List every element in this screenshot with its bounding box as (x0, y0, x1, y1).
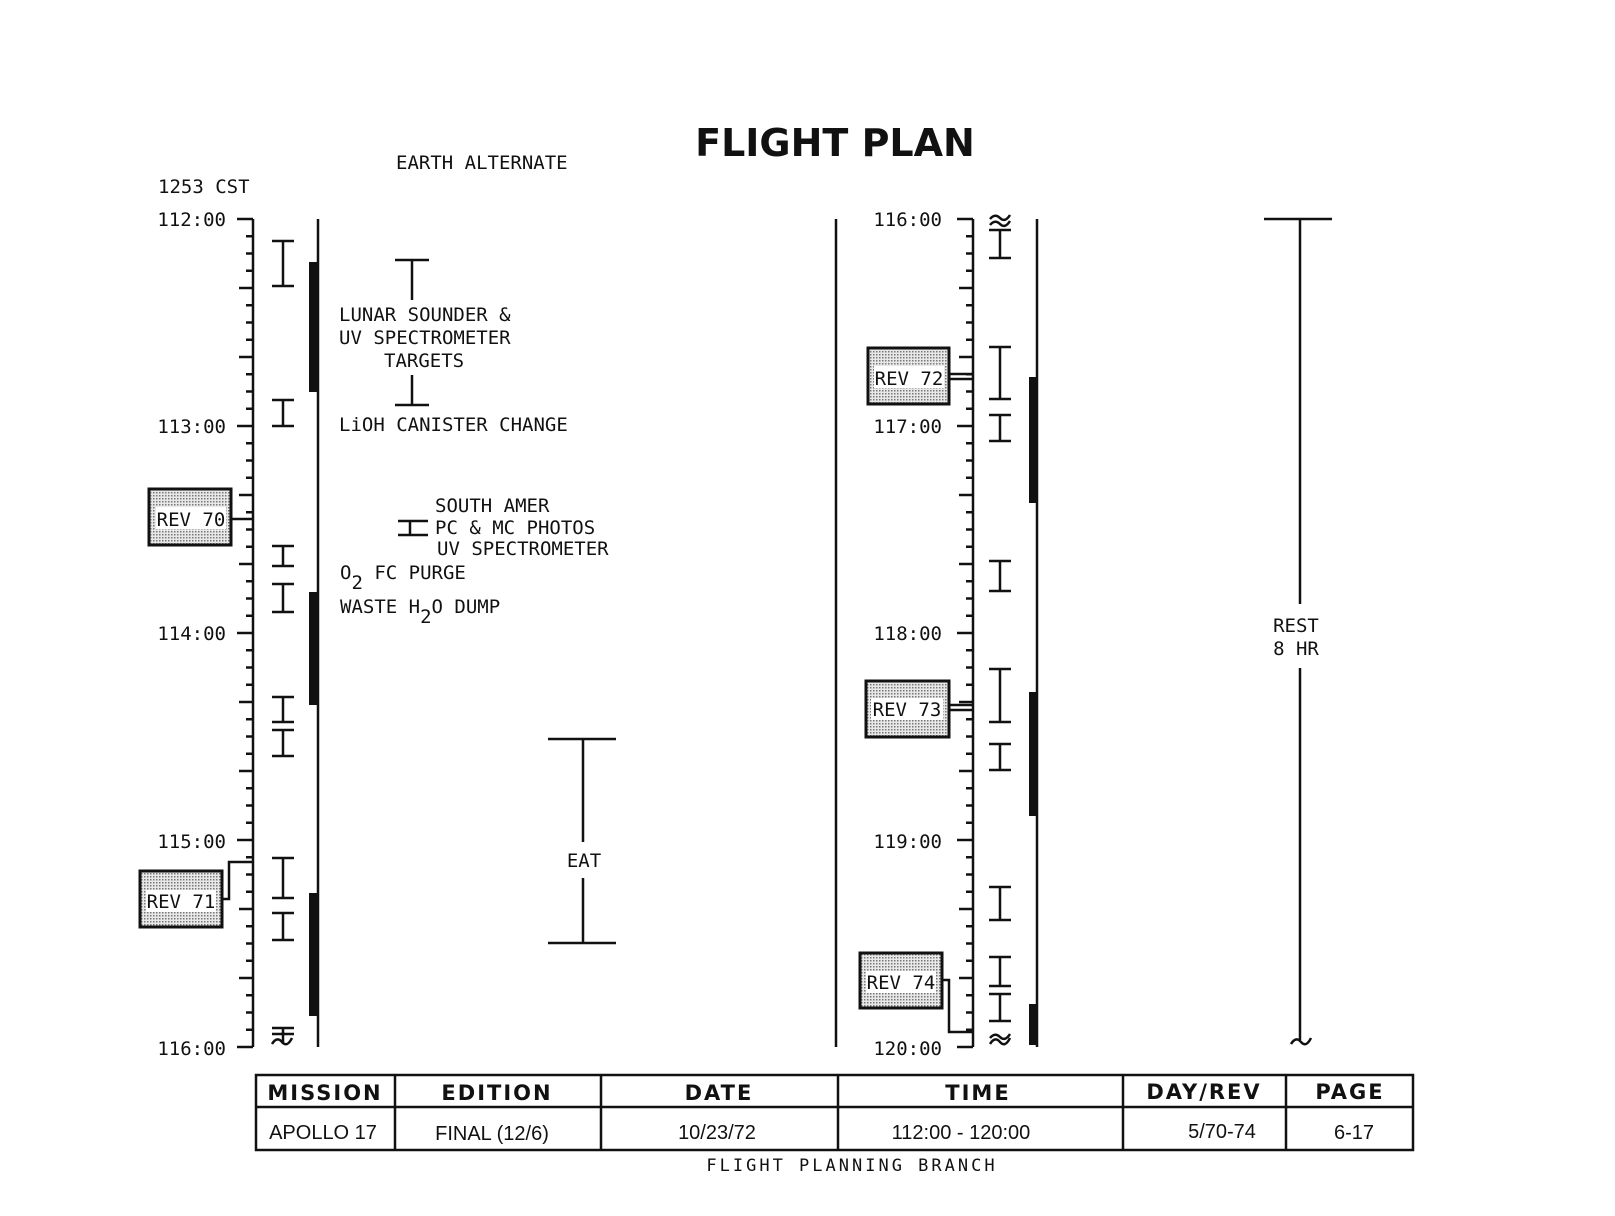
event-markers-right (989, 228, 1011, 1023)
event-marker (989, 992, 1011, 1023)
axis-label: 120:00 (873, 1038, 942, 1060)
right-axis-ticks (957, 217, 973, 1049)
table-cell: 112:00 - 120:00 (892, 1122, 1031, 1144)
lunar-sounder-bracket (395, 258, 429, 407)
axis-label: 112:00 (157, 209, 226, 231)
continuation-icon (989, 214, 1012, 228)
svg-text:REV 74: REV 74 (867, 972, 936, 994)
activity-bar (309, 592, 318, 705)
activity-label: EAT (567, 850, 601, 872)
activity-label: LUNAR SOUNDER & (339, 304, 511, 326)
time-zone-note: 1253 CST (158, 176, 250, 198)
table-header: EDITION (441, 1081, 552, 1105)
event-marker (989, 667, 1011, 724)
event-marker (272, 728, 294, 758)
rev-71-marker: REV 71 (138, 860, 253, 929)
page-title: FLIGHT PLAN (695, 121, 975, 165)
activity-label: LiOH CANISTER CHANGE (339, 414, 568, 436)
event-marker (989, 413, 1011, 443)
svg-text:REV 72: REV 72 (875, 368, 944, 390)
left-axis-ticks (237, 217, 253, 1049)
right-timeline: 116:00 117:00 118:00 119:00 120:00 REV 7… (858, 209, 1332, 1060)
table-header: DAY/REV (1146, 1080, 1261, 1104)
rev-70-marker: REV 70 (147, 487, 253, 547)
left-timeline: 112:00 113:00 114:00 115:00 116:00 LUNAR… (138, 209, 616, 1060)
axis-label: 117:00 (873, 416, 942, 438)
activity-label: PC & MC PHOTOS (435, 517, 595, 539)
svg-text:REV 71: REV 71 (147, 891, 216, 913)
activity-label: TARGETS (384, 350, 464, 372)
svg-text:REV 73: REV 73 (873, 699, 942, 721)
table-cell: 10/23/72 (678, 1122, 756, 1144)
table-header: PAGE (1315, 1080, 1384, 1104)
event-marker (989, 955, 1011, 988)
svg-text:REV 70: REV 70 (157, 509, 226, 531)
rest-bracket (1264, 217, 1332, 1046)
info-table: MISSION EDITION DATE TIME DAY/REV PAGE A… (254, 1073, 1415, 1152)
activity-label: SOUTH AMER (435, 495, 550, 517)
axis-label: 114:00 (157, 623, 226, 645)
continuation-icon (270, 1032, 294, 1046)
table-cell: 6-17 (1334, 1122, 1374, 1144)
event-marker (989, 885, 1011, 922)
table-header: DATE (685, 1081, 754, 1105)
event-marker (989, 559, 1011, 593)
rev-73-marker: REV 73 (864, 679, 973, 739)
footer: FLIGHT PLANNING BRANCH (706, 1156, 997, 1176)
south-amer-marker (398, 519, 428, 537)
axis-label: 113:00 (157, 416, 226, 438)
table-cell: 5/70-74 (1188, 1121, 1256, 1143)
activity-label-waste-dump: WASTE H2O DUMP (340, 596, 500, 628)
continuation-icon (988, 1033, 1012, 1046)
axis-label: 116:00 (873, 209, 942, 231)
activity-label: UV SPECTROMETER (437, 538, 609, 560)
axis-label: 115:00 (157, 831, 226, 853)
event-marker (989, 228, 1011, 260)
activity-label: UV SPECTROMETER (339, 327, 511, 349)
event-marker (272, 856, 294, 900)
rev-72-marker: REV 72 (866, 346, 973, 406)
rev-74-marker: REV 74 (858, 951, 973, 1034)
event-marker (272, 544, 294, 568)
eat-bracket (548, 737, 616, 945)
event-markers-left (272, 239, 294, 1036)
table-header: TIME (945, 1081, 1010, 1105)
activity-bar (1029, 692, 1038, 816)
event-marker (272, 695, 294, 724)
activity-label: REST (1273, 615, 1319, 637)
table-cell: FINAL (12/6) (435, 1123, 549, 1145)
event-marker (272, 582, 294, 614)
axis-label: 119:00 (873, 831, 942, 853)
activity-label-o2-purge: O2 FC PURGE (340, 562, 466, 594)
event-marker (272, 911, 294, 942)
activity-bar (309, 262, 318, 392)
activity-bar (309, 893, 318, 1016)
axis-label: 118:00 (873, 623, 942, 645)
event-marker (272, 398, 294, 428)
activity-bar (1029, 377, 1038, 503)
event-marker (272, 239, 294, 288)
subtitle: EARTH ALTERNATE (396, 152, 568, 174)
activity-label: 8 HR (1273, 638, 1319, 660)
activity-bar (1029, 1004, 1038, 1045)
event-marker (989, 345, 1011, 401)
axis-label: 116:00 (157, 1038, 226, 1060)
event-marker (989, 742, 1011, 772)
table-header: MISSION (267, 1081, 382, 1105)
table-cell: APOLLO 17 (269, 1122, 377, 1144)
